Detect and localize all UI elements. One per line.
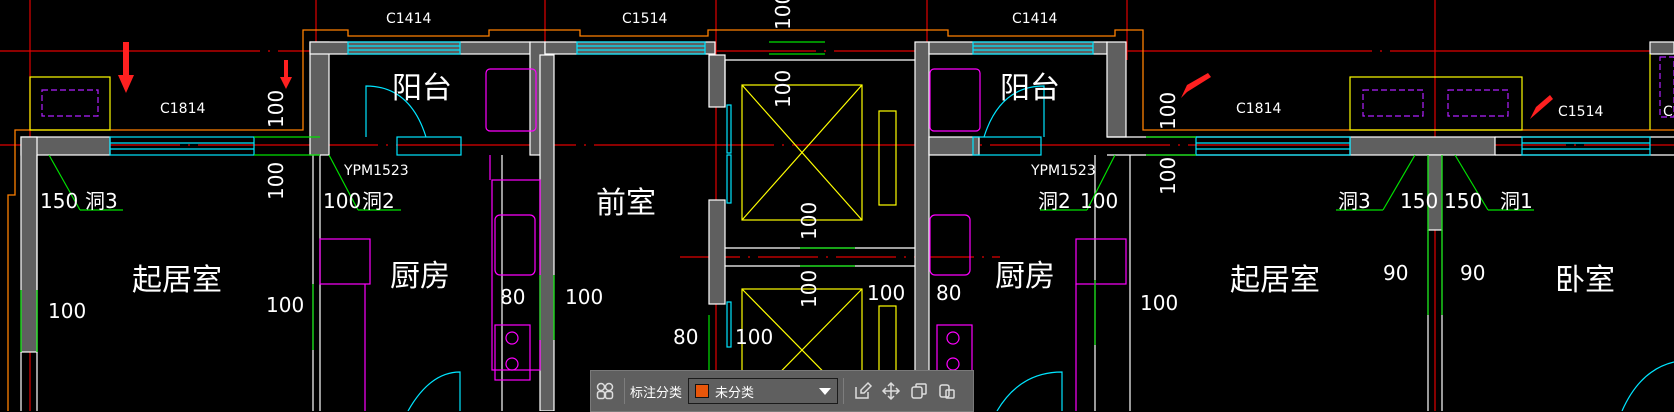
category-label: 标注分类	[630, 385, 683, 401]
dimension-text: 90	[1460, 261, 1485, 285]
room-label: 阳台	[392, 71, 452, 106]
window-label: C1514	[1663, 104, 1674, 120]
dimension-text: 150	[1400, 189, 1438, 213]
dimension-text: 100	[1156, 92, 1180, 130]
dimension-text: 100	[771, 0, 795, 30]
dimension-text: 100	[48, 299, 86, 323]
ac-units	[41, 56, 1674, 118]
dimension-text: 80	[673, 325, 698, 349]
dimension-text: 100	[323, 189, 361, 213]
dimension-lines	[20, 41, 1534, 370]
dimension-text: 100	[867, 281, 905, 305]
move-icon[interactable]	[877, 377, 905, 405]
window-label: C1814	[160, 101, 205, 117]
window-label: C1414	[386, 11, 431, 27]
annotation-toolbar: 标注分类 未分类	[590, 370, 974, 412]
room-label: 前室	[596, 186, 656, 221]
window-label: C1514	[622, 11, 667, 27]
category-selected-value: 未分类	[715, 385, 755, 401]
fixtures	[319, 68, 1127, 411]
arrow-icon	[118, 42, 134, 93]
dimension-text: 100	[264, 162, 288, 200]
door-label: YPM1523	[343, 163, 409, 179]
toolbar-divider	[624, 378, 625, 404]
hole-label: 洞1	[1500, 189, 1533, 213]
door-labels: YPM1523 YPM1523	[343, 163, 1096, 179]
dimension-text: 150	[1444, 189, 1482, 213]
annotation-arrows	[118, 42, 1553, 119]
arrow-icon	[1181, 73, 1211, 98]
room-label: 厨房	[995, 259, 1055, 294]
paste-icon[interactable]	[933, 377, 961, 405]
room-label: 厨房	[390, 259, 450, 294]
dimension-text: 100	[1156, 157, 1180, 195]
window-labels: C1414 C1514 C1414 C1814 C1814 C1514 C151…	[160, 11, 1674, 120]
category-dropdown[interactable]: 未分类	[688, 378, 839, 404]
dimension-text: 100	[797, 202, 821, 240]
window-label: C1414	[1012, 11, 1057, 27]
dimension-text: 100	[1140, 291, 1178, 315]
arrow-icon	[1530, 95, 1553, 119]
room-label: 阳台	[1000, 71, 1060, 106]
dimension-text: 100	[735, 325, 773, 349]
room-label: 起居室	[132, 263, 222, 298]
dimension-text: 100	[797, 270, 821, 308]
arrow-icon	[280, 60, 292, 89]
hole-labels: 洞3 洞2 洞2 洞3 洞1	[85, 189, 1533, 213]
category-color-swatch	[695, 384, 710, 398]
hole-label: 洞2	[1038, 189, 1071, 213]
windows	[109, 41, 1674, 411]
dimension-text: 90	[1383, 261, 1408, 285]
chevron-down-icon	[819, 387, 832, 395]
dimension-text: 150	[40, 189, 78, 213]
outer-outline	[7, 29, 1674, 411]
hole-label: 洞3	[85, 189, 118, 213]
room-label: 起居室	[1230, 263, 1320, 298]
edit-icon[interactable]	[849, 377, 877, 405]
hole-label: 洞2	[362, 189, 395, 213]
toolbar-divider	[843, 378, 845, 404]
dimension-text: 100	[1080, 189, 1118, 213]
hole-label: 洞3	[1338, 189, 1371, 213]
dimension-text: 100	[771, 70, 795, 108]
layout-grid-icon[interactable]	[591, 377, 619, 405]
room-label: 卧室	[1555, 263, 1615, 298]
dimension-text: 100	[266, 293, 304, 317]
copy-icon[interactable]	[905, 377, 933, 405]
window-label: C1814	[1236, 101, 1281, 117]
window-label: C1514	[1558, 104, 1603, 120]
room-labels: 起居室 厨房 阳台 前室 阳台 厨房 起居室 卧室	[132, 71, 1615, 298]
dimension-text: 80	[500, 285, 525, 309]
dimension-text: 100	[565, 285, 603, 309]
dimension-text: 100	[264, 90, 288, 128]
dimension-labels: 150 100 100 100 100 80 100 80 100 100 10…	[40, 0, 1485, 349]
door-label: YPM1523	[1030, 163, 1096, 179]
dimension-text: 80	[936, 281, 961, 305]
